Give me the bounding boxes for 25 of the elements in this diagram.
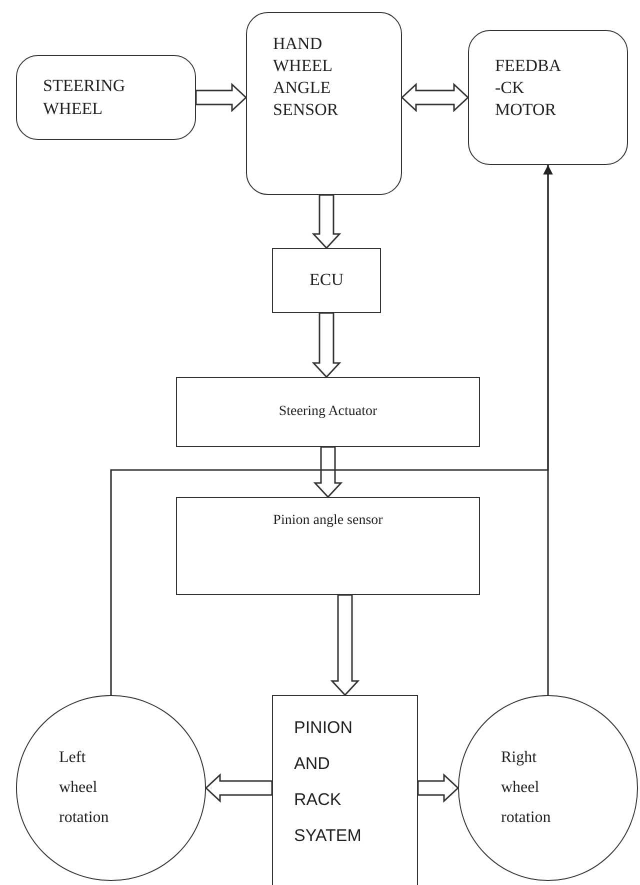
process-box [272,248,381,313]
node-label: Pinion angle sensor [273,512,383,530]
block-arrow [204,773,273,803]
node-label: FEEDBA -CK MOTOR [495,55,560,122]
node-label: HAND WHEEL ANGLE SENSOR [273,33,338,122]
node-label: STEERING WHEEL [43,75,126,120]
process-box [176,377,480,447]
node-label: Right wheel rotation [501,748,551,828]
node-label: PINION AND RACK SYATEM [294,717,362,847]
arrow [543,165,553,695]
node-label: Steering Actuator [278,402,378,421]
node-label: Left wheel rotation [59,748,109,828]
block-arrow [330,594,360,696]
rounded-box [468,30,628,165]
block-arrow [312,194,342,250]
block-arrow [417,773,460,803]
node-label: ECU [310,269,344,292]
block-arrow [400,82,470,112]
process-box [176,497,480,595]
block-arrow [312,312,342,378]
process-box [272,695,418,885]
block-arrow [313,446,343,498]
rounded-box [246,12,402,195]
block-arrow [195,82,248,112]
rounded-box [16,55,196,140]
